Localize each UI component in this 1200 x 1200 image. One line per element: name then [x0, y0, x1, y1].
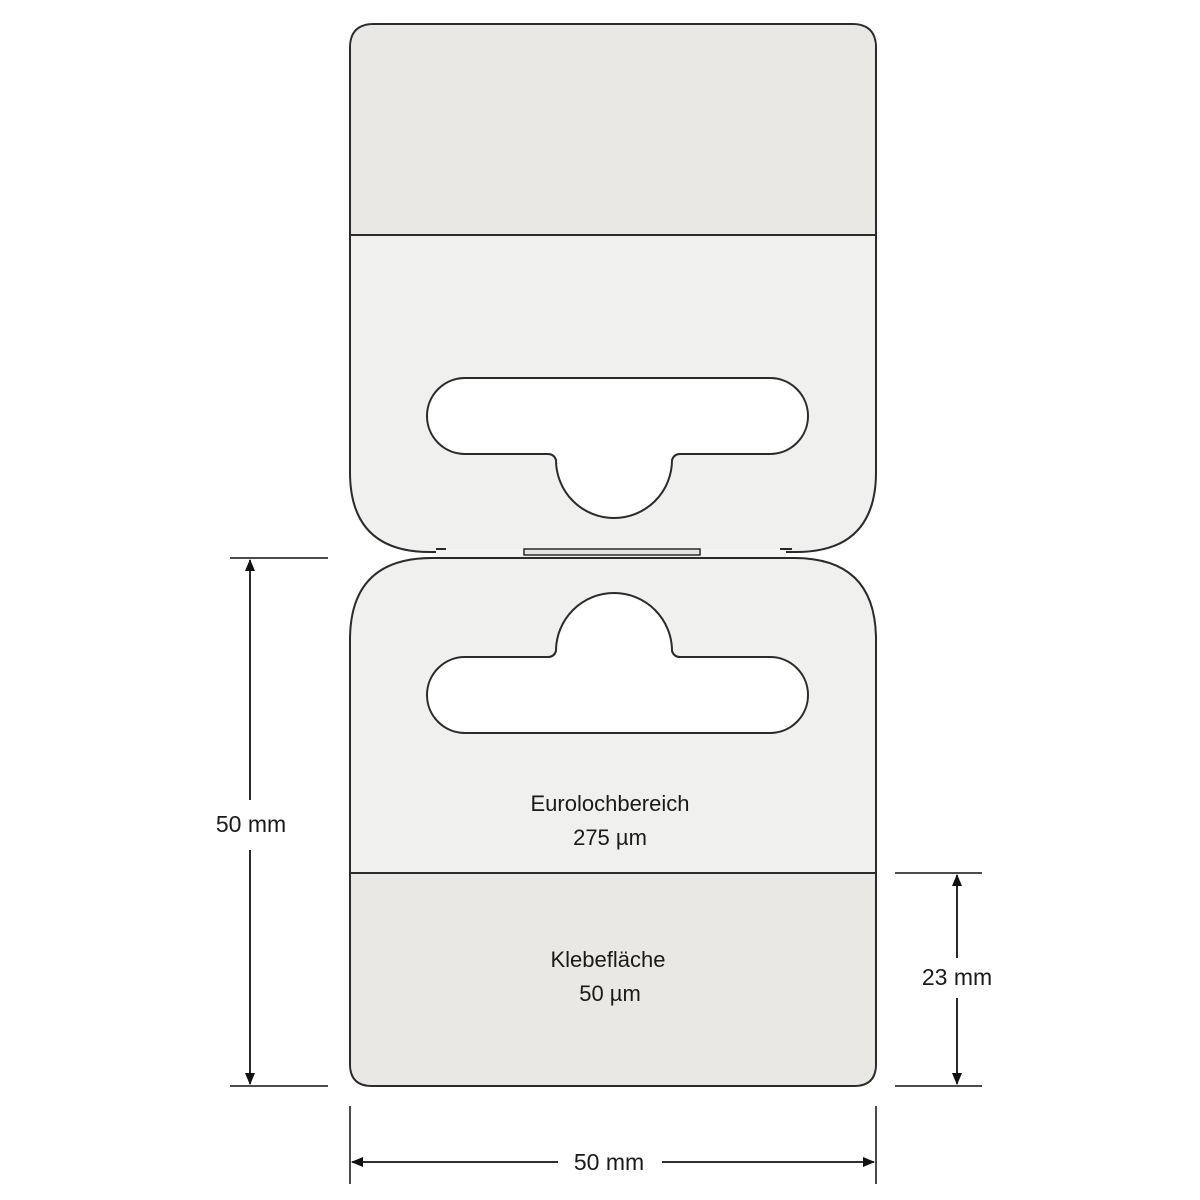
klebe-thickness-label: 50 µm [579, 981, 641, 1006]
euroloch-title-label: Eurolochbereich [531, 791, 690, 816]
fold-hinge [436, 548, 792, 557]
euroloch-thickness-label: 275 µm [573, 825, 647, 850]
dimension-width-total: 50 mm [349, 1106, 877, 1184]
dimension-height-adhesive: 23 mm [895, 872, 1004, 1087]
upper-tab [349, 23, 877, 553]
width-total-label: 50 mm [574, 1149, 644, 1175]
hinge-slot [523, 548, 701, 556]
upper-adhesive-area [351, 25, 875, 234]
lower-adhesive-area [351, 874, 875, 1085]
dimension-height-total: 50 mm [200, 557, 328, 1087]
height-adhesive-label: 23 mm [922, 964, 992, 990]
klebe-title-label: Klebefläche [551, 947, 666, 972]
upper-euro-hole [426, 377, 809, 519]
lower-euro-hole [426, 592, 809, 734]
lower-tab: Eurolochbereich 275 µm Klebefläche 50 µm [349, 557, 877, 1087]
height-total-label: 50 mm [216, 811, 286, 837]
